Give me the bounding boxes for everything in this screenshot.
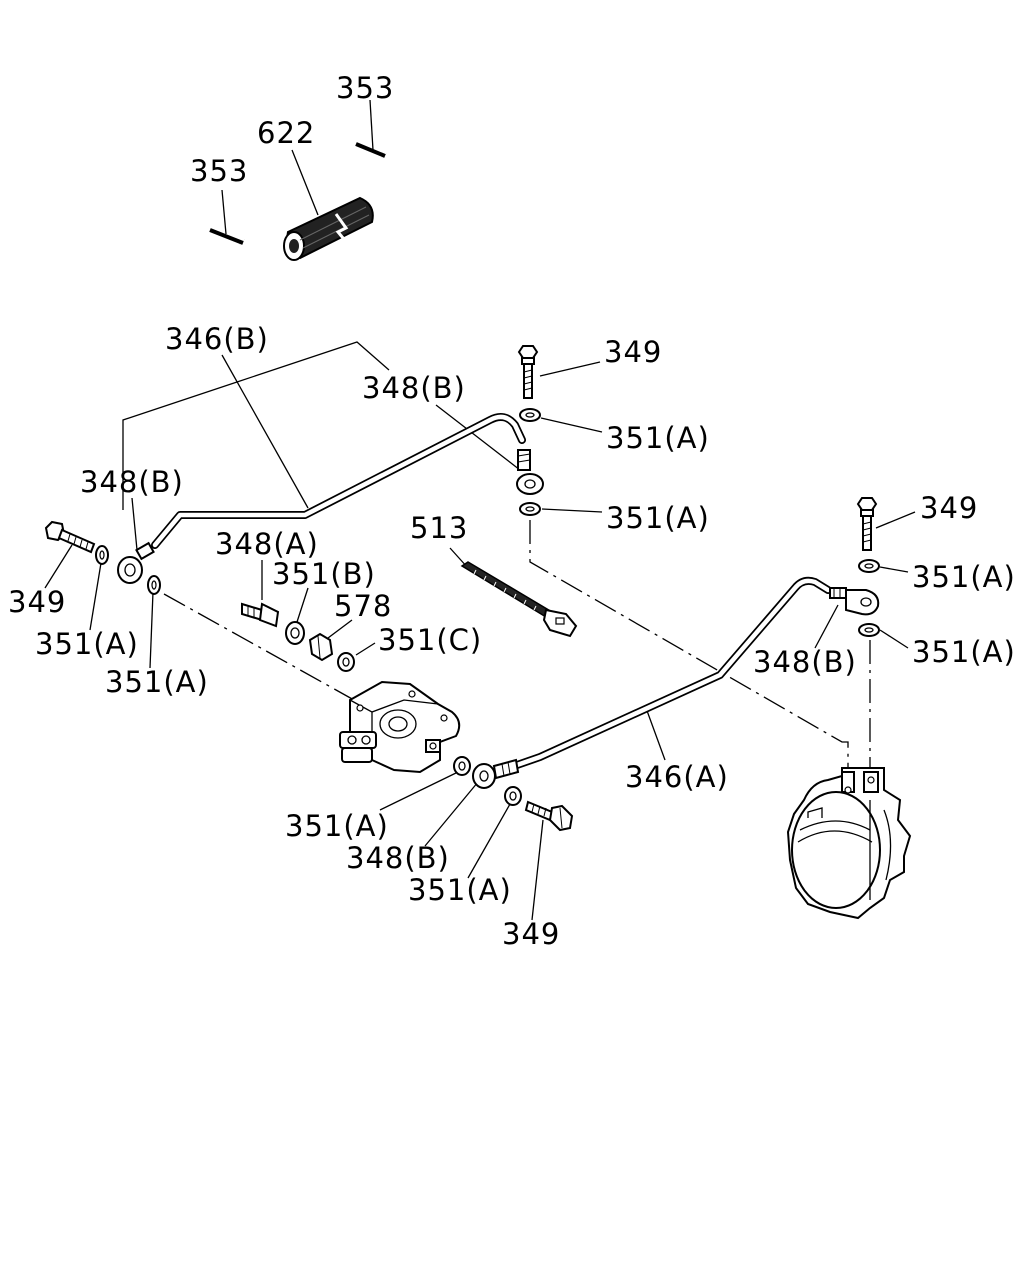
leader-349-upper: [539, 361, 601, 377]
clip-513: [460, 561, 578, 638]
label-353-top: 353: [336, 71, 394, 105]
washer-351a-upper-2: [519, 502, 541, 516]
leader-349-left: [44, 544, 73, 589]
leader-622: [291, 149, 319, 216]
cable-tie-353-left: [209, 228, 273, 290]
leader-348b-left: [131, 497, 138, 551]
centerline-left-pump: [163, 593, 355, 701]
leader-351a-left-2: [149, 591, 154, 669]
leader-351a-lower-2: [467, 803, 511, 879]
label-349-left: 349: [8, 585, 66, 619]
label-578: 578: [334, 589, 392, 623]
leader-351c: [355, 642, 376, 656]
label-348b-right: 348(B): [753, 645, 857, 679]
label-622: 622: [257, 116, 315, 150]
label-349-upper: 349: [604, 335, 662, 369]
bolt-349-right: [856, 497, 878, 551]
washer-351a-left-2: [147, 575, 161, 595]
label-351a-upper-1: 351(A): [606, 421, 710, 455]
leader-348b-upper: [435, 404, 521, 471]
leader-348b-right: [814, 604, 839, 649]
brake-booster: [786, 767, 912, 920]
leader-353-top: [369, 99, 374, 151]
washer-351c: [337, 652, 355, 672]
label-351a-right-2: 351(A): [912, 635, 1016, 669]
bolt-349-left: [44, 520, 96, 554]
leader-349-right: [875, 511, 916, 529]
leader-348b-lower: [424, 781, 479, 847]
eye-fitting-348b-upper: [516, 449, 544, 495]
washer-351a-lower-2: [504, 786, 522, 806]
label-351a-left-1: 351(A): [35, 627, 139, 661]
eye-fitting-348b-right: [829, 587, 880, 616]
label-351a-lower-1: 351(A): [285, 809, 389, 843]
leader-346b: [221, 354, 309, 509]
leader-346b-bracket: [122, 341, 390, 510]
callout-labels: 353 622 353 346(B) 348(B) 349 351(A) 351…: [8, 71, 1016, 951]
leader-lines: [44, 99, 916, 921]
leader-346a: [645, 707, 666, 761]
label-348b-left: 348(B): [80, 465, 184, 499]
bolt-349-upper: [517, 345, 539, 399]
centerline-upper-to-booster: [529, 520, 849, 782]
washer-351a-left-1: [95, 545, 109, 565]
washer-351a-right-1: [858, 559, 880, 573]
leader-351a-right-2: [879, 629, 909, 649]
label-346a: 346(A): [625, 760, 729, 794]
eye-fitting-348b-lower: [472, 758, 520, 789]
leader-349-lower: [531, 819, 544, 921]
label-513: 513: [410, 511, 468, 545]
leader-351b: [296, 587, 309, 623]
label-349-right: 349: [920, 491, 978, 525]
leader-351a-lower-1: [379, 771, 459, 811]
connector-348a: [241, 602, 280, 628]
label-351a-right-1: 351(A): [912, 560, 1016, 594]
label-353-left: 353: [190, 154, 248, 188]
label-351a-left-2: 351(A): [105, 665, 209, 699]
plug-578: [308, 632, 334, 662]
leader-351a-upper-1: [540, 417, 603, 433]
washer-351b: [285, 621, 305, 645]
leader-578: [327, 619, 353, 639]
label-351b: 351(B): [272, 557, 376, 591]
leader-351a-left-1: [89, 562, 102, 631]
label-351a-lower-2: 351(A): [408, 873, 512, 907]
label-349-lower: 349: [502, 917, 560, 951]
leader-351a-upper-2: [541, 508, 603, 513]
label-348a: 348(A): [215, 527, 319, 561]
label-351a-upper-2: 351(A): [606, 501, 710, 535]
boot-622: [283, 196, 374, 261]
pipe-346a: [513, 576, 832, 769]
washer-351a-lower-1: [453, 756, 471, 776]
label-348b-lower: 348(B): [346, 841, 450, 875]
eye-fitting-348b-left: [117, 541, 155, 584]
washer-351a-right-2: [858, 623, 880, 637]
leader-351a-right-1: [879, 566, 909, 573]
label-348b-upper: 348(B): [362, 371, 466, 405]
label-346b: 346(B): [165, 322, 269, 356]
label-351c: 351(C): [378, 623, 482, 657]
cable-tie-353-top: [355, 142, 418, 205]
assembly-lines: [163, 520, 871, 782]
pipe-346b: [151, 412, 526, 549]
leader-353-left: [221, 189, 227, 235]
bolt-349-lower: [524, 800, 574, 832]
washer-351a-upper-1: [519, 408, 541, 422]
vacuum-pump-body: [339, 680, 461, 774]
